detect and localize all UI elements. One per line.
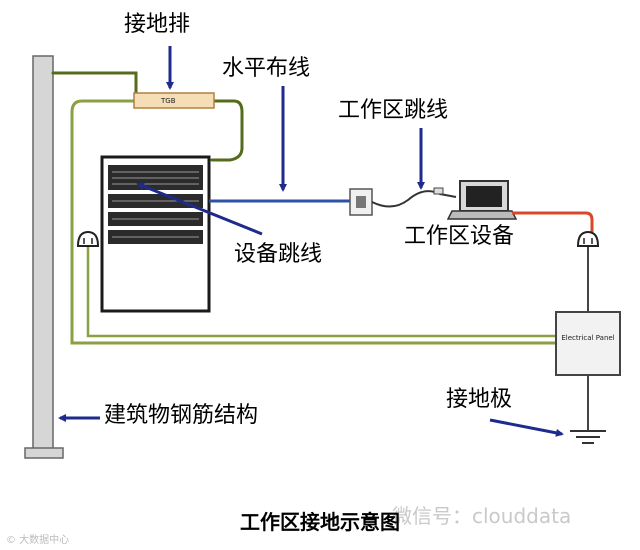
label-grounding-bar: 接地排	[124, 12, 191, 37]
label-equipment-patch-cord: 设备跳线	[234, 242, 323, 267]
corner-watermark: © 大数据中心	[6, 535, 70, 546]
building-steel-column	[24, 55, 64, 459]
power-wire	[512, 211, 594, 232]
label-ground-electrode: 接地极	[446, 387, 513, 412]
label-building-steel-structure: 建筑物钢筋结构	[104, 403, 259, 428]
equipment-rack	[100, 155, 211, 313]
diagram-title: 工作区接地示意图	[240, 510, 400, 534]
label-work-area-patch-cord: 工作区跳线	[338, 98, 449, 123]
electrical-panel	[555, 311, 621, 376]
arrow-ground-electrode	[489, 418, 564, 437]
wall-outlet	[349, 188, 373, 216]
work-area-patch-cord-cable	[371, 187, 457, 208]
label-horizontal-cabling: 水平布线	[222, 56, 311, 81]
tgb-grounding-bar	[133, 92, 215, 109]
tgb-label: TGB	[161, 97, 176, 105]
ground-wires	[51, 71, 589, 431]
power-outlet-left	[76, 230, 100, 247]
label-work-area-equipment: 工作区设备	[404, 224, 515, 249]
power-outlet-right	[576, 230, 600, 247]
watermark: 微信号：clouddata	[392, 504, 572, 528]
arrow-equipment-patch-cord	[136, 182, 263, 236]
annotation-arrows	[58, 46, 564, 437]
laptop	[446, 180, 518, 220]
electrical-panel-label: Electrical Panel	[561, 334, 615, 342]
ground-electrode-symbol	[570, 430, 606, 444]
